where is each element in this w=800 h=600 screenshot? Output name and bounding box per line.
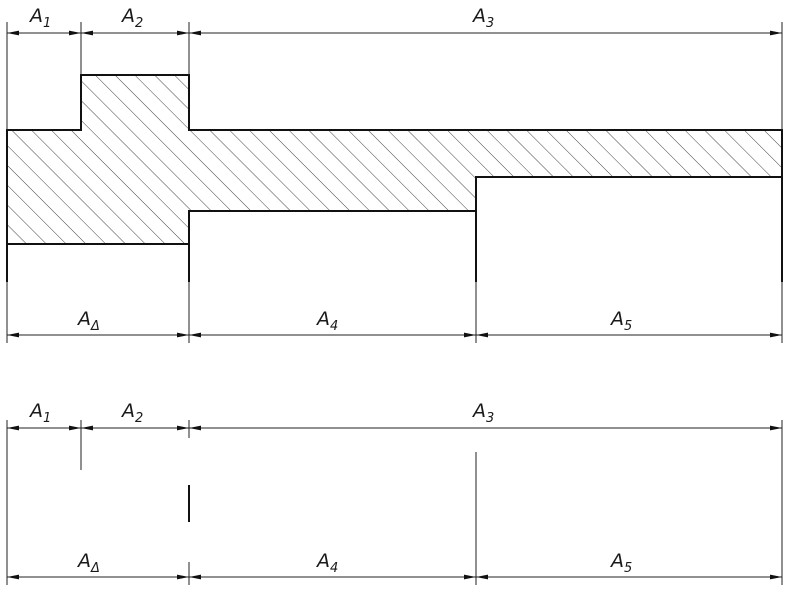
lower-figure: A1 A2 A3 AΔ A4 A5 bbox=[6, 400, 783, 585]
part-cross-section bbox=[6, 74, 783, 245]
lower-extension-lines bbox=[6, 420, 783, 585]
label-a1: A1 bbox=[28, 5, 51, 31]
label-a2: A2 bbox=[120, 5, 143, 31]
lower-label-a1: A1 bbox=[28, 400, 51, 426]
label-a-delta: AΔ bbox=[76, 308, 100, 334]
label-a5: A5 bbox=[609, 308, 632, 334]
label-a4: A4 bbox=[315, 308, 338, 334]
lower-label-a4: A4 bbox=[315, 550, 338, 576]
lower-label-a2: A2 bbox=[120, 400, 143, 426]
lower-label-a-delta: AΔ bbox=[76, 550, 100, 576]
upper-figure: A1 A2 A3 AΔ A4 A5 bbox=[6, 5, 783, 343]
lower-label-a5: A5 bbox=[609, 550, 632, 576]
label-a3: A3 bbox=[471, 5, 494, 31]
lower-label-a3: A3 bbox=[471, 400, 494, 426]
